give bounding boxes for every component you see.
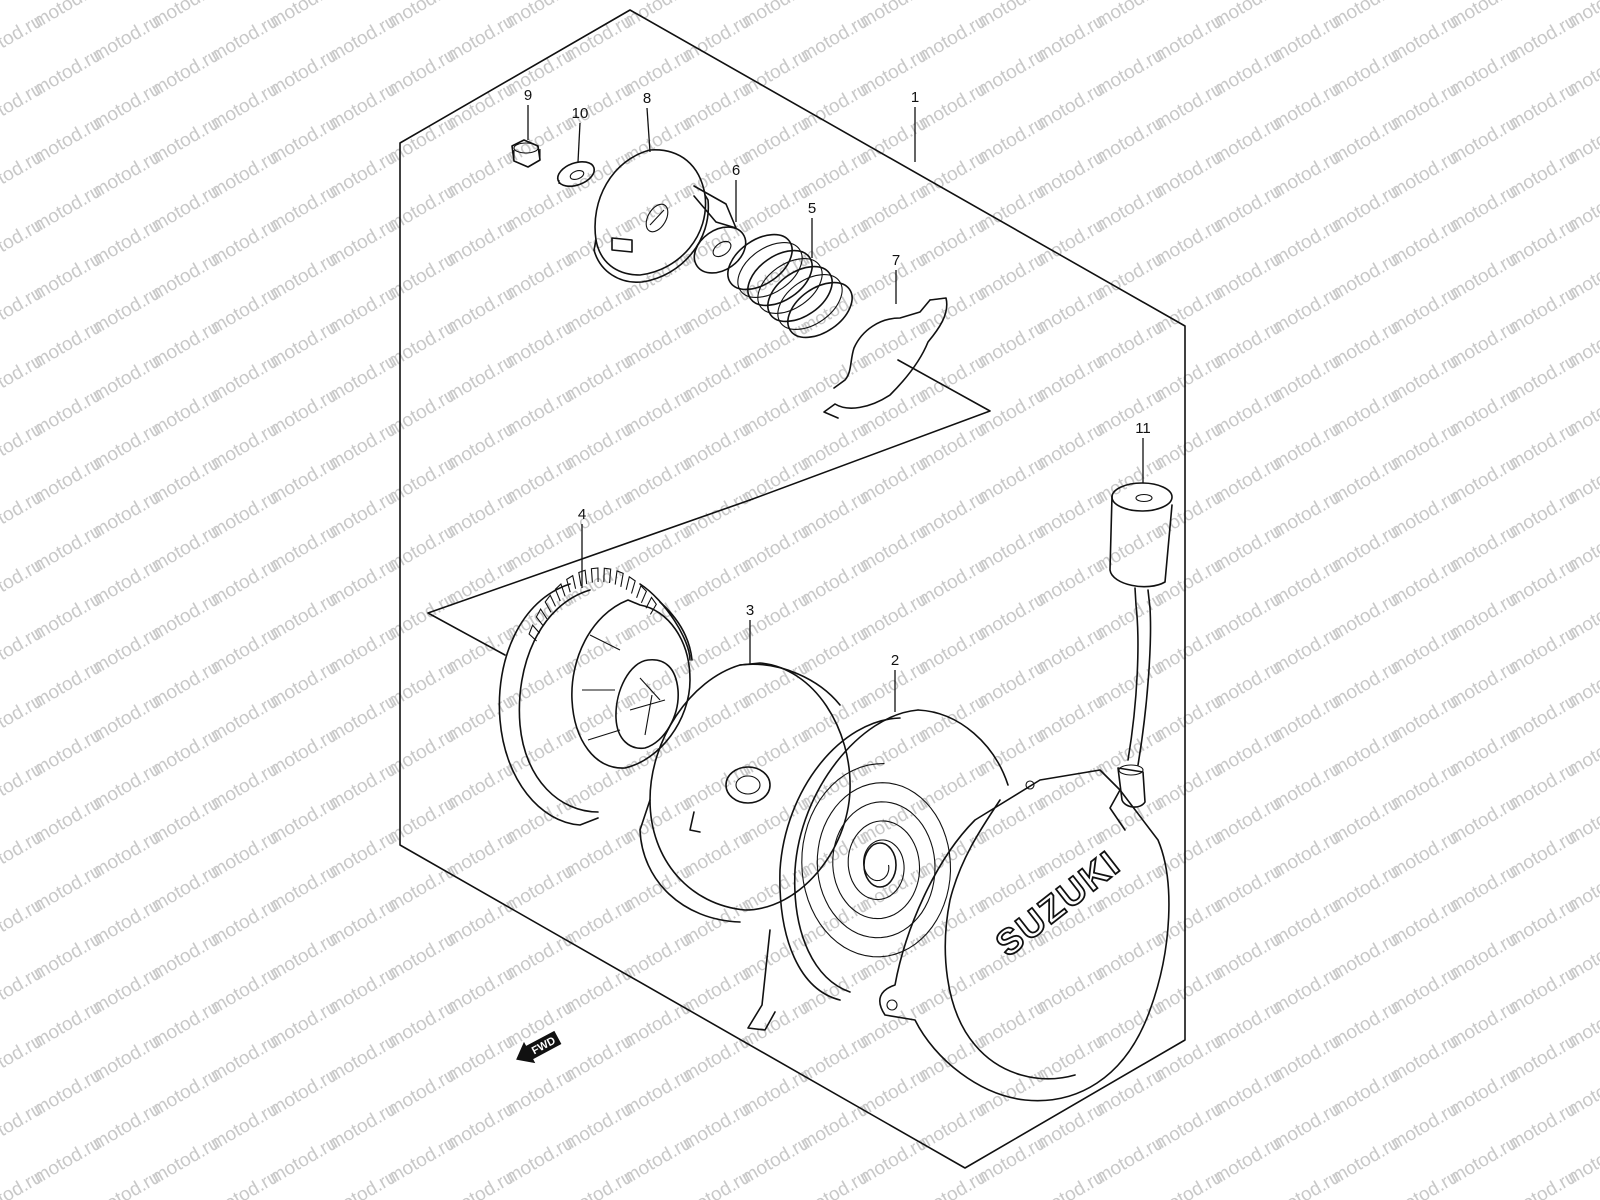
watermark-text: motod.ru (207, 1167, 282, 1200)
spiral-spring (801, 763, 952, 958)
ratchet-tooth (614, 570, 624, 587)
watermark-text: motod.ru (0, 691, 46, 747)
watermark-text: motod.ru (443, 1167, 518, 1200)
part-starter-cover (879, 769, 1170, 1102)
ratchet-tooth (544, 594, 556, 613)
watermark-text: motod.ru (561, 1167, 636, 1200)
spring-hub (863, 842, 897, 888)
part-drive-ratchet (498, 567, 693, 826)
part-nut (511, 139, 541, 168)
watermark-text: motod.ru (797, 1167, 872, 1200)
watermark-text: motod.ru (1505, 1167, 1580, 1200)
spring-coil (747, 249, 813, 307)
part-recoil-spring-case (747, 709, 1009, 1031)
callout-9: 9 (524, 87, 532, 104)
spring-coil (757, 258, 823, 314)
watermark-text: motod.ru (0, 419, 46, 475)
watermark-text: motod.ru (0, 351, 46, 407)
ratchet-tooth (603, 567, 612, 584)
assembly-outline (399, 9, 1186, 1169)
callout-1: 1 (911, 89, 919, 106)
watermark-text: motod.ru (0, 759, 46, 815)
part-rope-reel (639, 662, 851, 923)
callout-6: 6 (732, 162, 740, 179)
spring-coil (777, 274, 843, 330)
watermark-text: motod.ru (679, 1167, 754, 1200)
callout-11: 11 (1135, 420, 1151, 437)
ratchet-tooth (566, 574, 577, 593)
part-spring-clip (823, 297, 948, 419)
watermark-text: motod.ru (0, 215, 46, 271)
watermark-text: motod.ru (1033, 1167, 1108, 1200)
watermark-text: motod.ru (915, 1167, 990, 1200)
watermark-text: motod.ru (0, 147, 46, 203)
spring-coil (737, 242, 803, 298)
watermark-text: motod.ru (1387, 1167, 1462, 1200)
ratchet-tooth (636, 584, 648, 604)
ratchet-tooth (554, 583, 566, 602)
part-washer-small (556, 160, 596, 188)
watermark-text: motod.ru (0, 827, 46, 883)
spring-coil (727, 233, 793, 291)
callout-7: 7 (892, 252, 900, 269)
ratchet-tooth (590, 567, 599, 583)
watermark-text: motod.ru (89, 1167, 164, 1200)
callout-5: 5 (808, 200, 816, 217)
watermark-text: motod.ru (0, 1031, 46, 1087)
watermark-text: motod.ru (0, 79, 46, 135)
watermark-text: motod.ru (325, 1167, 400, 1200)
bracket-line-lower (427, 499, 751, 656)
watermark-text: motod.ru (0, 895, 46, 951)
watermark-text: motod.ru (1151, 1167, 1226, 1200)
watermark-text: motod.ru (1269, 1167, 1344, 1200)
part-spring (727, 233, 853, 339)
watermark-text: motod.ru (0, 487, 46, 543)
callout-3: 3 (746, 602, 754, 619)
part-washer-large (693, 226, 747, 274)
callout-4: 4 (578, 506, 586, 523)
callout-10: 10 (572, 105, 589, 122)
callout-8: 8 (643, 90, 651, 107)
ratchet-tooth (535, 608, 548, 627)
spring-coil (767, 265, 833, 323)
spring-coil (787, 281, 853, 339)
ratchet-tooth (528, 624, 541, 642)
callout-numbers: 1 9 10 8 6 5 7 11 4 3 2 (524, 87, 1151, 669)
bracket-line-upper (749, 359, 991, 501)
watermark-text: motod.ru (0, 1099, 46, 1155)
part-starter-handle (1109, 482, 1173, 808)
ratchet-tooth (645, 596, 657, 615)
watermark-text: motod.ru (0, 963, 46, 1019)
callout-leaders (527, 105, 1144, 712)
part-ratchet-guide (593, 149, 737, 283)
callout-2: 2 (891, 652, 899, 669)
watermark-text: motod.ru (0, 11, 46, 67)
watermark-text: motod.ru (0, 623, 46, 679)
arrow-left-icon (516, 1030, 562, 1064)
watermark-text: motod.ru (0, 283, 46, 339)
watermark-text: motod.ru (0, 555, 46, 611)
ratchet-tooth (625, 575, 636, 594)
